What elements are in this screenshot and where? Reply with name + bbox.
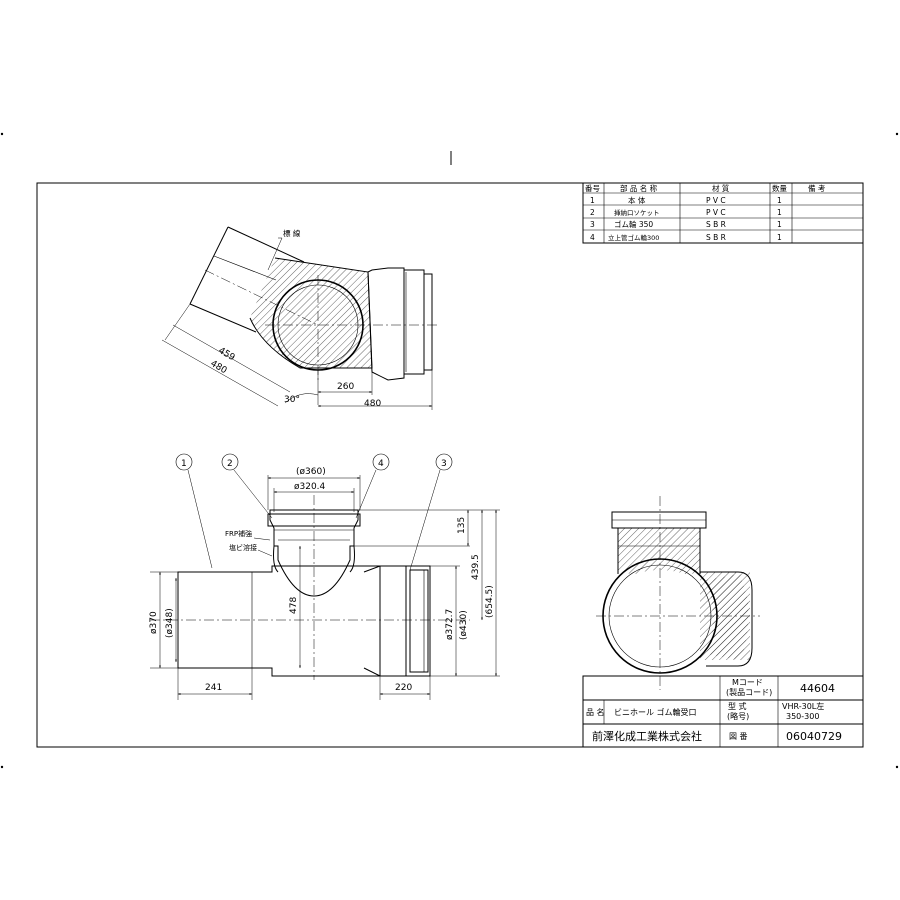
dim-478: 478 (289, 597, 299, 614)
parts-row-3-name: ゴム輪 350 (614, 219, 653, 229)
parts-row-4-name: 立上管ゴム輪300 (608, 233, 659, 242)
parts-row-4-qty: 1 (777, 233, 782, 242)
dim-480-slant: 480 (209, 359, 229, 376)
parts-row-1-name: 本 体 (628, 195, 646, 205)
dim-372: ø372.7 (445, 609, 455, 640)
parts-row-2-qty: 1 (777, 208, 782, 217)
dim-135: 135 (457, 517, 467, 534)
parts-header-remarks: 備 考 (808, 183, 826, 193)
title-company: 前澤化成工業株式会社 (592, 729, 702, 743)
title-name-label: 品 名 (586, 707, 605, 717)
title-name-value: ビニホール ゴム輪受口 (614, 707, 697, 717)
side-view (596, 496, 760, 690)
dim-348: (ø348) (165, 608, 175, 638)
parts-row-3-qty: 1 (777, 220, 782, 229)
parts-row-3-material: S B R (706, 220, 726, 229)
parts-header-qty: 数量 (772, 183, 787, 193)
parts-table (582, 182, 864, 244)
dim-459: 459 (217, 346, 237, 363)
title-model-label: 型 式 (728, 701, 747, 711)
title-model-value-2: 350-300 (786, 712, 819, 721)
top-label-mark: 標 線 (283, 228, 301, 238)
parts-row-4-material: S B R (706, 233, 726, 242)
dim-220: 220 (395, 683, 412, 693)
label-frp: FRP補強 (225, 529, 252, 538)
dim-260: 260 (337, 382, 354, 392)
dim-439: 439.5 (471, 554, 481, 580)
dim-430: (ø430) (459, 610, 469, 640)
top-view (161, 226, 440, 410)
sheet-marks (0, 132, 899, 769)
title-m-code-label: Mコード (732, 678, 763, 687)
parts-row-1-material: P V C (706, 196, 726, 205)
parts-row-2-material: P V C (706, 208, 726, 217)
balloon-3: 3 (441, 459, 447, 469)
title-model-sub-label: (略号) (727, 711, 749, 721)
title-product-code-label: (製品コード) (726, 687, 772, 697)
balloon-2: 2 (227, 459, 233, 469)
dim-360: (ø360) (296, 467, 326, 477)
parts-header-no: 番号 (585, 183, 600, 193)
dim-241: 241 (205, 683, 222, 693)
dim-370: ø370 (149, 611, 159, 634)
parts-row-2-no: 2 (590, 208, 595, 217)
title-block (582, 675, 864, 748)
parts-row-2-name: 挿納口ソケット (614, 208, 660, 217)
title-drawing-label: 図 番 (729, 731, 748, 741)
parts-header-name: 部 品 名 称 (620, 183, 658, 193)
parts-row-1-qty: 1 (777, 196, 782, 205)
balloon-1: 1 (181, 459, 187, 469)
balloon-4: 4 (378, 459, 384, 469)
title-model-value-1: VHR-30L左 (782, 701, 824, 711)
front-view (150, 453, 500, 700)
parts-row-1-no: 1 (590, 196, 595, 205)
dim-480: 480 (364, 399, 381, 409)
title-drawing-value: 06040729 (786, 730, 842, 743)
drawing-border (36, 182, 864, 748)
dim-angle: 30° (284, 395, 300, 405)
parts-row-4-no: 4 (590, 233, 595, 242)
parts-header-material: 材 質 (712, 183, 730, 193)
dim-320: ø320.4 (294, 482, 326, 492)
parts-row-3-no: 3 (590, 220, 595, 229)
label-pvc-weld: 塩ビ溶接 (229, 543, 257, 552)
title-m-code-value: 44604 (800, 682, 835, 695)
dim-654: (654.5) (485, 585, 495, 618)
